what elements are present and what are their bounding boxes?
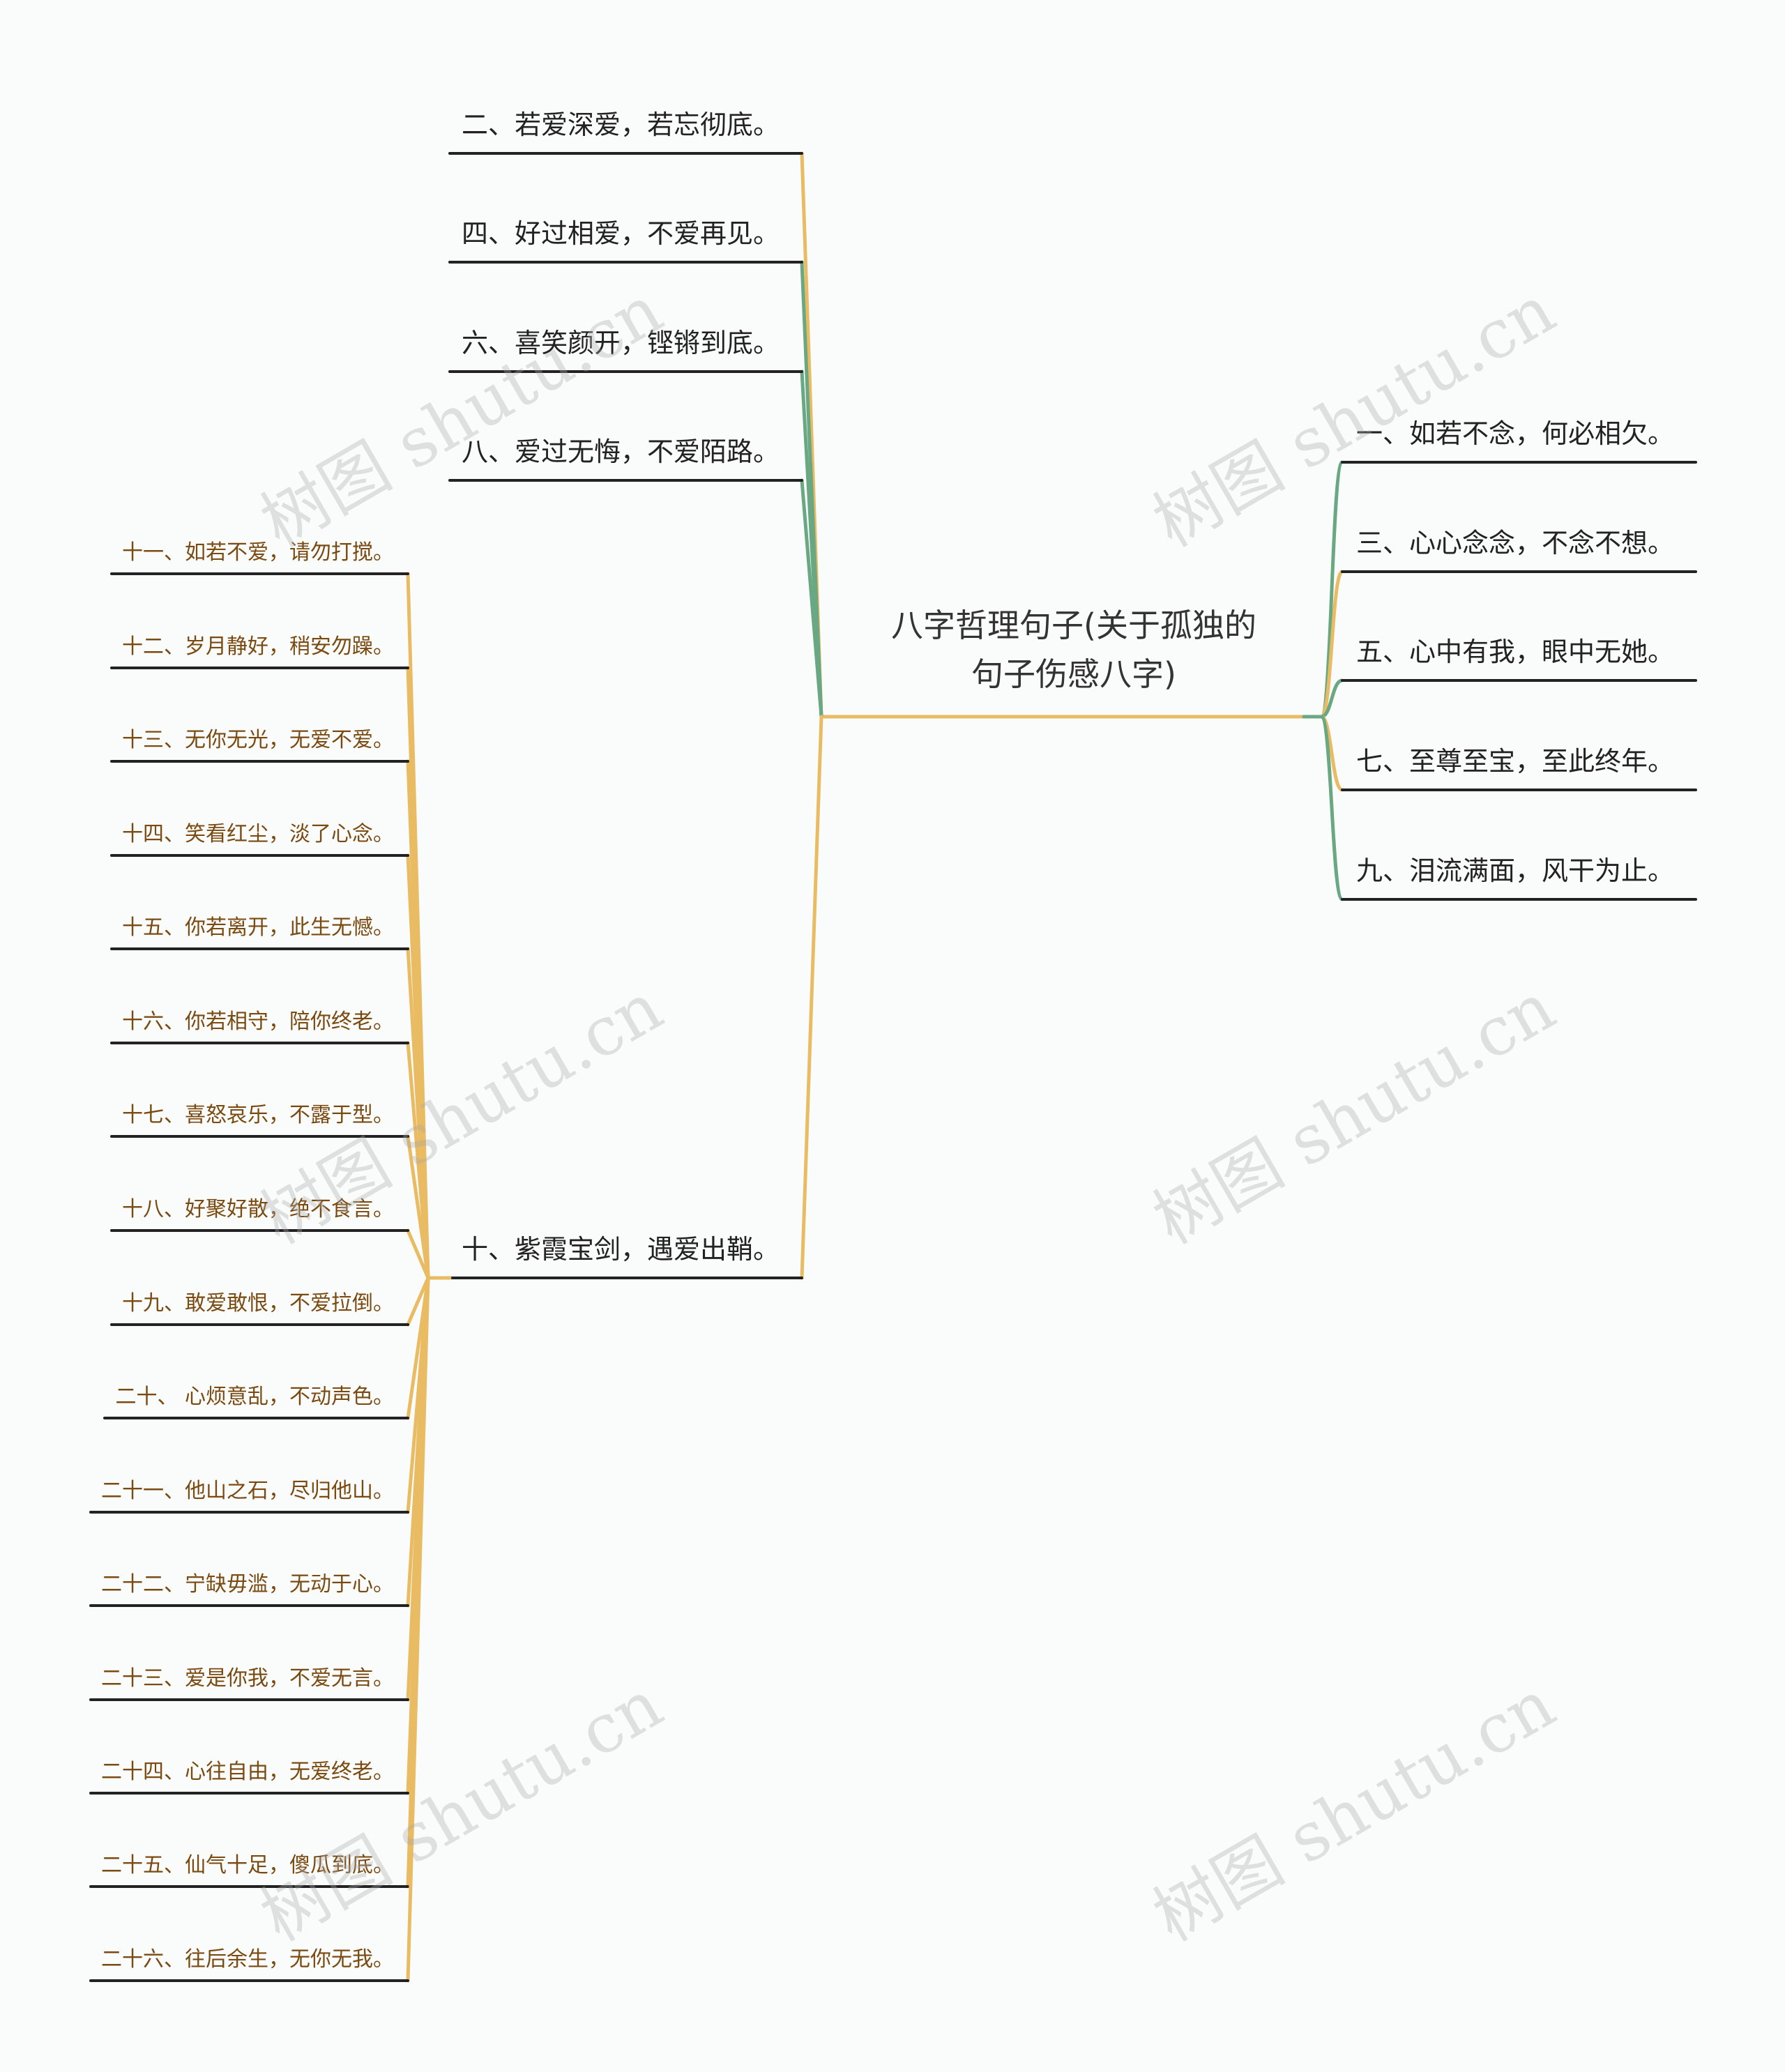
left-branch-node[interactable]: 二、若爱深爱，若忘彻底。 [462,109,780,140]
sub-branch-node[interactable]: 二十二、宁缺毋滥，无动于心。 [101,1572,394,1597]
sub-branch-node[interactable]: 十六、你若相守，陪你终老。 [122,1010,394,1034]
left-branch-node[interactable]: 八、爱过无悔，不爱陌路。 [462,436,780,467]
sub-branch-node[interactable]: 十八、好聚好散，绝不食言。 [122,1197,394,1221]
right-branch-node[interactable]: 一、如若不念，何必相欠。 [1356,418,1675,449]
right-branch-connector [1319,715,1344,901]
sub-branch-node[interactable]: 十七、喜怒哀乐，不露于型。 [122,1103,394,1127]
sub-branch-connector [406,1134,430,1280]
right-branch-connector [1319,570,1344,719]
sub-branch-node[interactable]: 十九、敢爱敢恨，不爱拉倒。 [122,1291,394,1316]
sub-branch-connector [406,1276,430,1983]
right-branch-connector [1319,460,1344,719]
sub-branch-node[interactable]: 二十三、爱是你我，不爱无言。 [101,1666,394,1691]
sub-branch-node[interactable]: 十五、你若离开，此生无憾。 [122,915,394,940]
left-branch-node[interactable]: 十、紫霞宝剑，遇爱出鞘。 [462,1234,780,1265]
sub-branch-node[interactable]: 二十六、往后余生，无你无我。 [101,1947,394,1972]
sub-branch-node[interactable]: 十三、无你无光，无爱不爱。 [122,728,394,752]
sub-branch-connector [406,1041,430,1280]
left-branch-connector [800,478,823,719]
left-branch-connector [800,715,823,1280]
right-branch-connector [1321,678,1343,719]
sub-branch-node[interactable]: 十四、笑看红尘，淡了心念。 [122,822,394,846]
root-topic[interactable]: 八字哲理句子(关于孤独的 句子伤感八字) [830,601,1318,699]
sub-branch-node[interactable]: 二十四、心往自由，无爱终老。 [101,1760,394,1784]
sub-branch-node[interactable]: 十一、如若不爱，请勿打搅。 [122,540,394,565]
right-branch-node[interactable]: 三、心心念念，不念不想。 [1356,528,1675,558]
sub-branch-node[interactable]: 十二、岁月静好，稍安勿躁。 [122,634,394,659]
right-branch-node[interactable]: 七、至尊至宝，至此终年。 [1356,746,1675,777]
sub-branch-node[interactable]: 二十五、仙气十足，傻瓜到底。 [101,1853,394,1877]
sub-branch-connector [406,1276,430,1327]
sub-branch-node[interactable]: 二十、 心烦意乱，不动声色。 [115,1385,394,1409]
left-branch-node[interactable]: 四、好过相爱，不爱再见。 [462,218,780,249]
root-title-line-1: 八字哲理句子(关于孤独的 [891,607,1256,644]
left-branch-node[interactable]: 六、喜笑颜开，铿锵到底。 [462,328,780,358]
root-title-line-2: 句子伤感八字) [971,655,1176,693]
sub-branch-connector [406,1228,430,1280]
sub-branch-node[interactable]: 二十一、他山之石，尽归他山。 [101,1479,394,1503]
right-branch-node[interactable]: 五、心中有我，眼中无她。 [1356,637,1675,667]
right-branch-node[interactable]: 九、泪流满面，风干为止。 [1356,855,1675,886]
